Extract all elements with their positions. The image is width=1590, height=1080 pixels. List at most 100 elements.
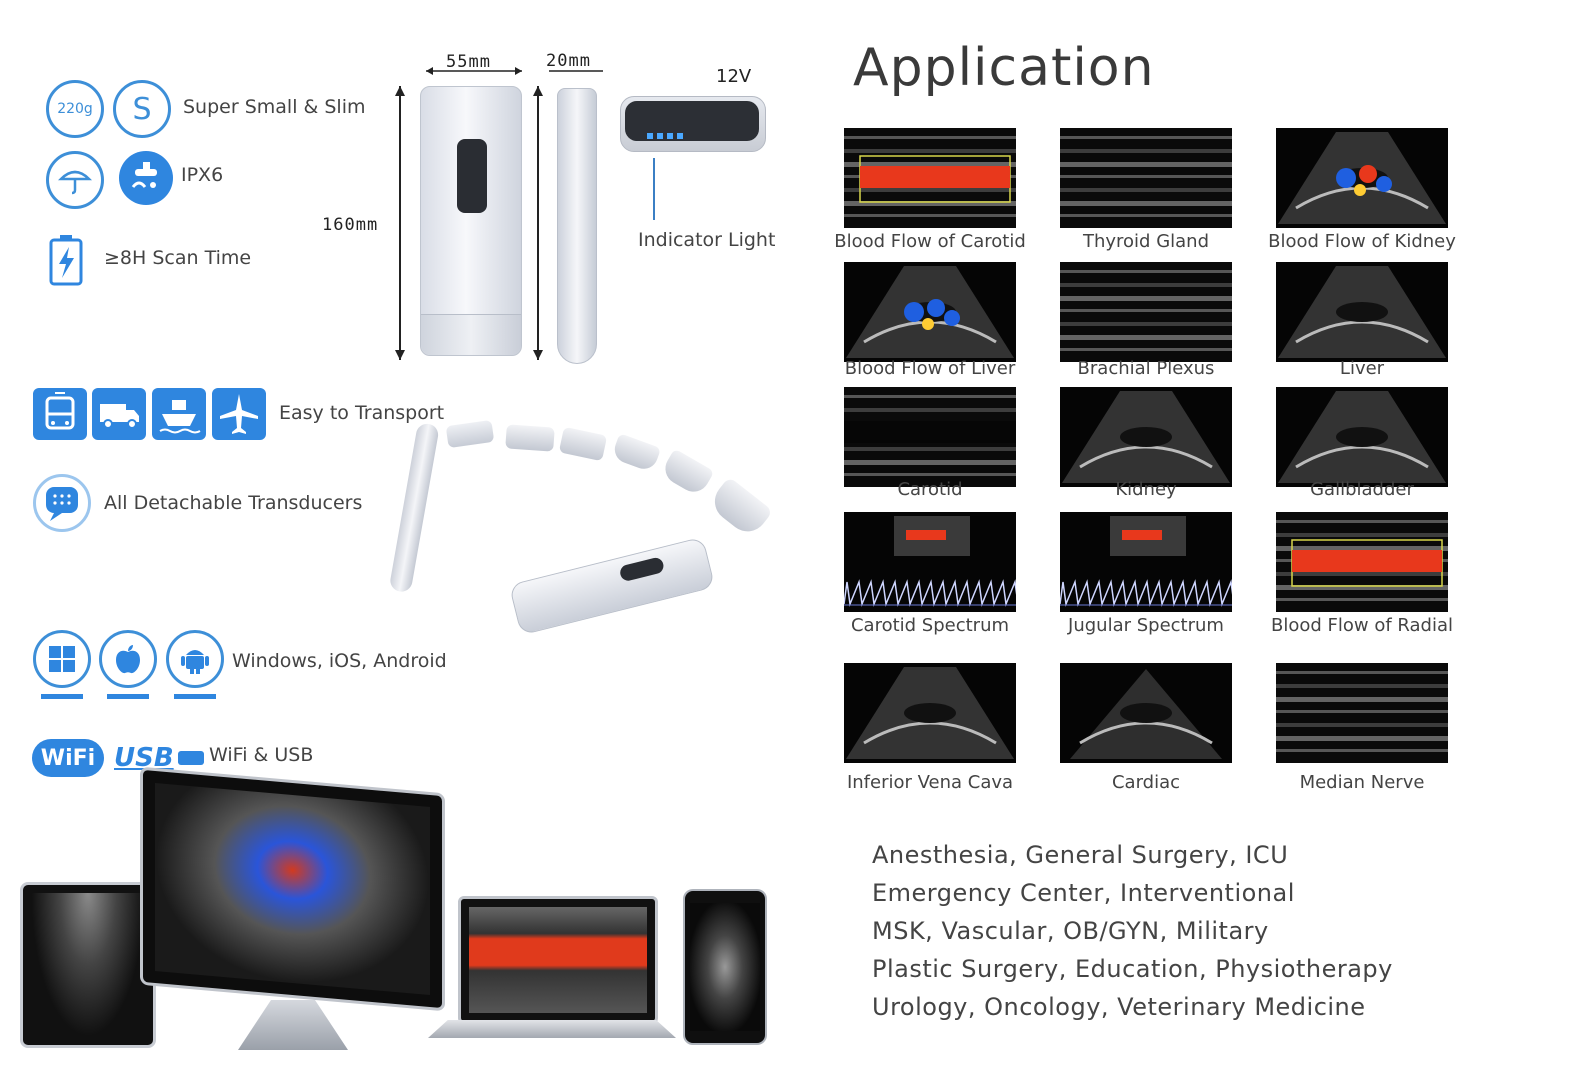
ultrasound-scan-graphic [1276,663,1448,763]
specialties-list: Anesthesia, General Surgery, ICU Emergen… [872,836,1393,1026]
windows-underline [41,694,83,699]
caption-thyroid-gland: Thyroid Gland [1082,231,1210,252]
weight-badge-text: 220g [57,101,93,117]
ultrasound-image-carotid-spectrum [844,512,1016,612]
os-label: Windows, iOS, Android [232,650,447,672]
specialty-line-1: Anesthesia, General Surgery, ICU [872,841,1289,869]
truck-icon [92,388,146,440]
charger-device [620,96,766,152]
waterproof-label: IPX6 [181,164,224,186]
ultrasound-image-kidney [1060,387,1232,487]
scan-time-label: ≥8H Scan Time [104,247,252,269]
airplane-icon [212,388,266,440]
caption-gallbladder: Gallbladder [1310,479,1414,500]
ultrasound-scan-graphic [1060,128,1232,228]
caption-blood-flow-of-radial: Blood Flow of Radial [1270,615,1453,636]
connectivity-label: WiFi & USB [209,744,314,766]
slim-badge: S [113,80,171,138]
height-arrow-left [395,86,405,360]
transducer-3 [610,433,662,473]
ultrasound-image-jugular-spectrum [1060,512,1232,612]
laptop-screen [469,907,647,1013]
caption-blood-flow-of-kidney: Blood Flow of Kidney [1268,231,1456,252]
ultrasound-scan-graphic [1276,512,1448,612]
monitor-screen [155,782,430,996]
transducer-5 [706,476,774,540]
ultrasound-image-gallbladder [1276,387,1448,487]
ultrasound-scan-graphic [1276,262,1448,362]
caption-carotid: Carotid [897,479,963,500]
wifi-badge-text: WiFi [40,745,96,771]
specialty-line-2: Emergency Center, Interventional [872,879,1295,907]
transducers-label: All Detachable Transducers [104,492,363,514]
ultrasound-scan-graphic [844,387,1016,487]
probe-side-view [557,88,597,364]
umbrella-icon [46,151,104,209]
caption-blood-flow-of-carotid: Blood Flow of Carotid [834,231,1026,252]
android-icon [166,630,224,688]
ultrasound-image-blood-flow-of-radial [1276,512,1448,612]
thickness-dimension: 20mm [546,51,591,71]
phone-device [683,889,767,1045]
probe-handle [388,422,440,594]
transducer-4 [659,448,715,498]
transducer-1 [505,424,555,452]
laptop-device [458,896,658,1024]
ultrasound-image-brachial-plexus [1060,262,1232,362]
ultrasound-scan-graphic [1276,128,1448,228]
wireless-probe-body [508,536,716,636]
caption-inferior-vena-cava: Inferior Vena Cava [846,772,1014,793]
ultrasound-scan-graphic [1060,512,1232,612]
caption-jugular-spectrum: Jugular Spectrum [1068,615,1224,636]
ultrasound-scan-graphic [1060,262,1232,362]
tablet-screen [31,893,145,1037]
monitor-device [140,766,445,1012]
ultrasound-image-liver [1276,262,1448,362]
ultrasound-scan-graphic [844,512,1016,612]
apple-icon [99,630,157,688]
monitor-stand [238,1000,348,1050]
caption-liver: Liver [1339,358,1385,379]
specialty-line-3: MSK, Vascular, OB/GYN, Military [872,917,1269,945]
indicator-light-label: Indicator Light [638,229,776,251]
wireless-probe-panel [618,556,666,583]
battery-icon [48,234,84,286]
indicator-pointer-line [653,158,655,220]
ultrasound-image-inferior-vena-cava [844,663,1016,763]
transducer-chat-icon [33,474,91,532]
caption-median-nerve: Median Nerve [1299,772,1425,793]
ultrasound-scan-graphic [1060,387,1232,487]
transport-label: Easy to Transport [279,402,445,424]
caption-brachial-plexus: Brachial Plexus [1077,358,1215,379]
probe-head [421,314,521,355]
phone-screen [690,903,760,1031]
voltage-label: 12V [716,66,752,87]
bus-icon [33,388,87,440]
indicator-lights [647,133,683,139]
probe-control-panel [457,139,487,213]
caption-cardiac: Cardiac [1111,772,1181,793]
caption-blood-flow-of-liver: Blood Flow of Liver [844,358,1016,379]
application-title: Application [853,38,1155,98]
ultrasound-scan-graphic [1276,387,1448,487]
height-arrow-right [533,86,543,360]
laptop-base [428,1020,676,1038]
probe-front-view [420,86,522,356]
caption-kidney: Kidney [1115,479,1177,500]
caption-carotid-spectrum: Carotid Spectrum [850,615,1010,636]
ultrasound-image-blood-flow-of-carotid [844,128,1016,228]
ultrasound-scan-graphic [1060,663,1232,763]
transducer-2 [558,426,608,462]
ultrasound-scan-graphic [844,128,1016,228]
width-dimension: 55mm [446,52,491,72]
charger-top-panel [625,101,759,141]
specialty-line-5: Urology, Oncology, Veterinary Medicine [872,993,1366,1021]
ultrasound-image-median-nerve [1276,663,1448,763]
ultrasound-image-thyroid-gland [1060,128,1232,228]
ultrasound-image-carotid [844,387,1016,487]
height-dimension: 160mm [322,215,379,235]
thickness-arrow [549,70,603,72]
slim-label: Super Small & Slim [183,96,366,118]
tablet-device [20,882,156,1048]
apple-underline [107,694,149,699]
